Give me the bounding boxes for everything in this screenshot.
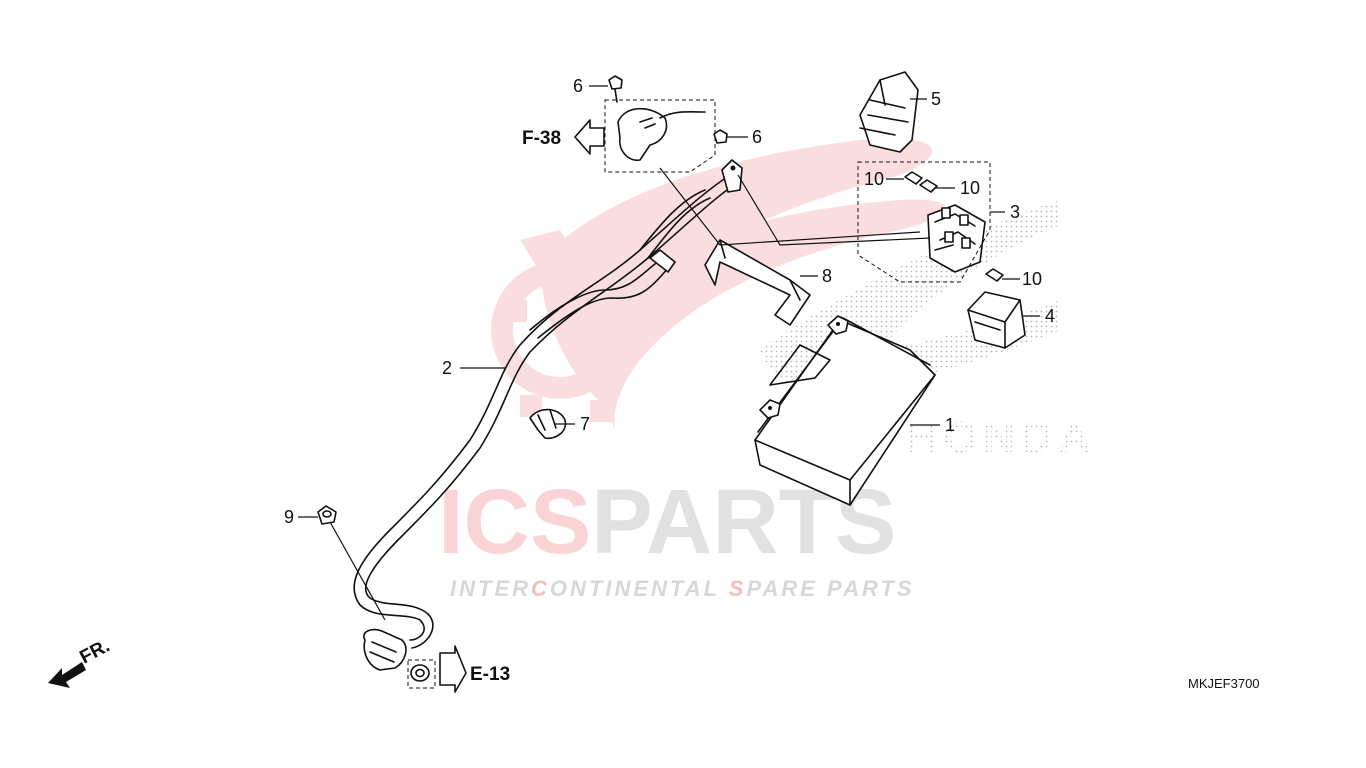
ref-label-e13: E-13 <box>470 664 510 685</box>
callout-1: 1 <box>945 415 955 435</box>
inset-terminal-cover <box>604 99 921 246</box>
brand-tagline: INTERCONTINENTAL SPARE PARTS <box>450 576 915 601</box>
harness-to-relay-line <box>737 174 931 246</box>
brand-wordmark: ICSPARTS <box>438 471 896 573</box>
diagram-code: MKJEF3700 <box>1188 676 1260 691</box>
parts <box>48 71 1026 693</box>
ref-label-f38: F-38 <box>522 128 561 149</box>
relay-cover <box>859 71 919 153</box>
watermark: HONDA ICSPARTS INTERCONTINENTAL SPARE PA… <box>438 138 1096 601</box>
callout-3: 3 <box>1010 202 1020 222</box>
leader-lines <box>298 85 1040 621</box>
fuse-10b <box>919 179 938 193</box>
callout-4: 4 <box>1045 306 1055 326</box>
honda-wordmark: HONDA <box>905 413 1096 462</box>
callout-10c: 10 <box>1022 269 1042 289</box>
brand-part-ics: ICS <box>438 471 591 573</box>
ref-arrow-e13 <box>407 645 467 693</box>
callout-2: 2 <box>442 358 452 378</box>
callout-8: 8 <box>822 266 832 286</box>
callout-10b: 10 <box>960 178 980 198</box>
bolt-6a <box>608 75 623 103</box>
starter-relay <box>967 291 1026 349</box>
front-direction-arrow <box>48 662 86 688</box>
callout-5: 5 <box>931 89 941 109</box>
callout-9: 9 <box>284 507 294 527</box>
cable-clamp <box>529 408 567 440</box>
callout-6a: 6 <box>573 76 583 96</box>
battery-cable-harness <box>353 159 743 682</box>
battery-band <box>704 239 811 326</box>
ref-arrow-f38 <box>574 119 605 155</box>
fuse-10c <box>985 268 1004 282</box>
inset-relay-box <box>857 161 991 283</box>
callout-10a: 10 <box>864 169 884 189</box>
callout-labels: 1 2 3 4 5 6 6 7 8 9 10 10 10 <box>284 76 1055 527</box>
bolt-9 <box>317 505 337 525</box>
bolt-6b <box>713 129 728 144</box>
fuse-10a <box>904 171 923 185</box>
callout-7: 7 <box>580 414 590 434</box>
relay-box <box>927 204 986 273</box>
battery <box>754 315 936 506</box>
callout-6b: 6 <box>752 127 762 147</box>
